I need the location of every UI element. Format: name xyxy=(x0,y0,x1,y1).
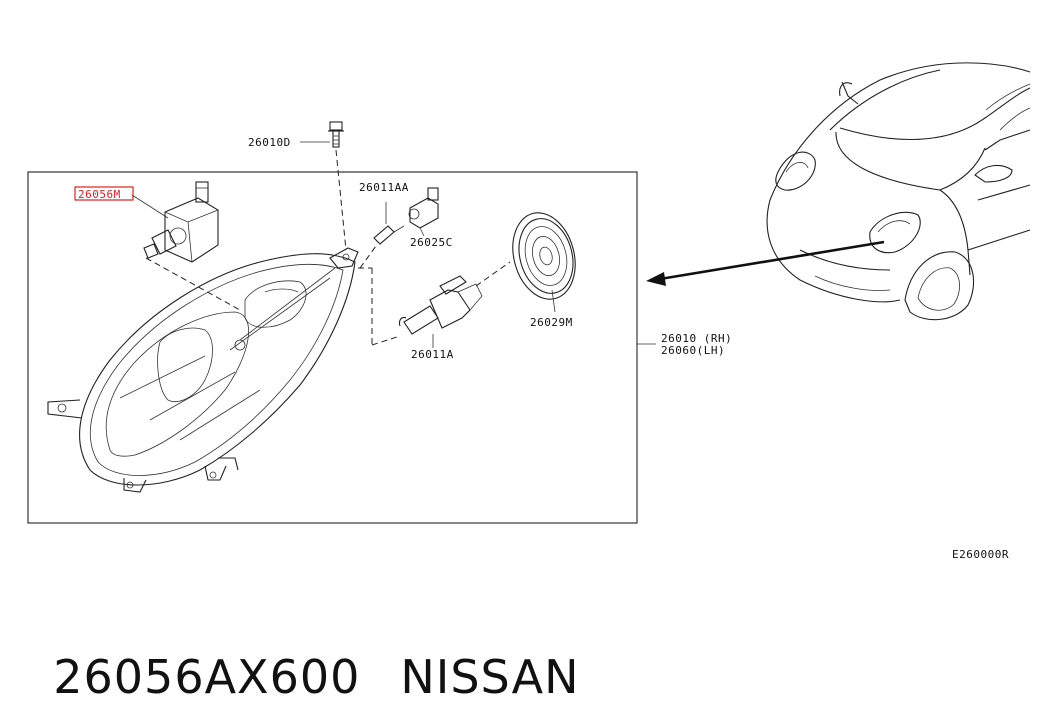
label-26029m: 26029M xyxy=(530,316,573,329)
label-26011a: 26011A xyxy=(411,348,454,361)
highlight-box xyxy=(74,186,134,201)
bulb-holder-part xyxy=(408,187,439,237)
label-assembly-lh: 26060(LH) xyxy=(661,344,725,357)
halogen-bulb-part xyxy=(398,261,511,348)
assembly-frame xyxy=(27,171,638,524)
label-26011aa: 26011AA xyxy=(359,181,409,194)
pointer-arrow xyxy=(646,240,885,286)
label-assembly-rh: 26010 (RH) xyxy=(661,332,732,345)
brand-name: NISSAN xyxy=(400,650,580,704)
part-caption: 26056AX600 NISSAN xyxy=(22,596,579,704)
bulb-socket-part xyxy=(131,181,241,311)
small-bulb-part xyxy=(373,202,405,245)
label-26056m: 26056M xyxy=(78,188,121,201)
figure-code: E260000R xyxy=(952,548,1009,561)
part-number: 26056AX600 xyxy=(53,650,361,704)
bolt-part xyxy=(300,121,347,251)
vehicle-sketch xyxy=(766,62,1031,321)
label-26010d: 26010D xyxy=(248,136,291,149)
headlamp-housing xyxy=(47,247,359,493)
parts-diagram: 26056M 26010D 26011AA 26025C 26029M 2601… xyxy=(27,62,1031,561)
dust-cap-part xyxy=(512,212,576,313)
label-26025c: 26025C xyxy=(410,236,453,249)
